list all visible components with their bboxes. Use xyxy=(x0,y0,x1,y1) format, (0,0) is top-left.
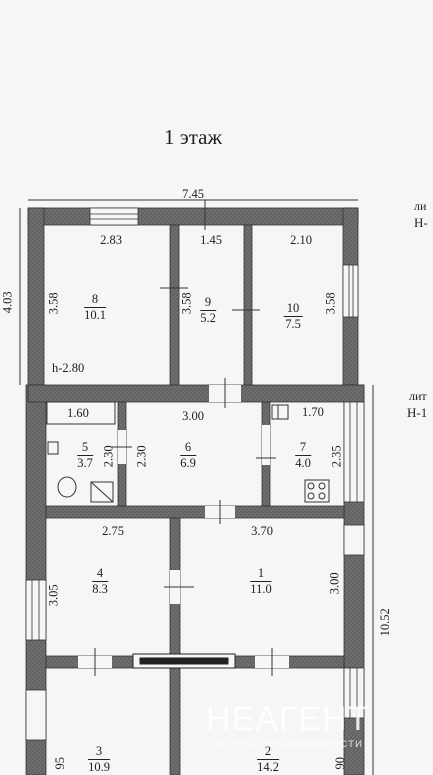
dim-275: 2.75 xyxy=(102,524,124,538)
dim-305: 3.05 xyxy=(46,584,61,607)
window-room10 xyxy=(342,264,359,318)
dim-235: 2.35 xyxy=(329,445,344,468)
dim-160: 1.60 xyxy=(67,406,89,420)
note-lit-1: ли xyxy=(414,199,427,213)
dim-95: 95 xyxy=(53,757,67,770)
dim-358-mid: 3.58 xyxy=(179,292,194,315)
stove xyxy=(132,653,236,669)
dim-300: 3.00 xyxy=(182,409,204,423)
door-marks xyxy=(94,200,276,676)
wall-top xyxy=(27,207,359,226)
window-room1 xyxy=(343,524,365,556)
watermark-brand: НЕАГЕНТ xyxy=(206,700,370,738)
dim-230-b: 2.30 xyxy=(134,445,149,468)
stove-top xyxy=(304,479,330,503)
dim-358-right: 3.58 xyxy=(323,292,338,315)
note-n-1: Н- xyxy=(414,215,428,230)
floor-title: 1 этаж xyxy=(163,125,223,149)
dim-370: 3.70 xyxy=(251,524,273,538)
ceiling-height: h-2.80 xyxy=(52,361,85,375)
wall-row2-bottom xyxy=(45,505,345,519)
watermark-tagline: СИСТЕМА НЕДВИЖИМОСТИ xyxy=(207,739,364,750)
window-room3 xyxy=(25,689,47,741)
note-lit-2: лит xyxy=(409,389,427,403)
dim-170: 1.70 xyxy=(302,405,324,419)
wall-left-upper xyxy=(27,207,45,386)
outer-walls xyxy=(25,207,365,775)
dim-145: 1.45 xyxy=(200,233,222,247)
window-room7 xyxy=(343,401,365,503)
boiler xyxy=(90,481,114,503)
dim-90: 90 xyxy=(333,757,347,770)
bathroom-fixtures xyxy=(46,401,116,503)
overall-width-dim: 7.45 xyxy=(182,187,204,201)
dimension-lines xyxy=(19,199,374,775)
bathtub xyxy=(46,401,116,425)
wall-8-9 xyxy=(169,224,180,386)
overall-height-right-dim: 10.52 xyxy=(377,608,392,637)
kitchen-fixtures xyxy=(271,404,330,503)
overall-height-upper-dim: 4.03 xyxy=(0,291,15,314)
interior-walls xyxy=(27,224,365,775)
kitchen-sink xyxy=(271,404,289,420)
window-room4 xyxy=(25,579,47,641)
toilet xyxy=(57,476,77,498)
note-n-2: Н-1 xyxy=(407,405,428,420)
dim-283: 2.83 xyxy=(100,233,122,247)
dim-230-a: 2.30 xyxy=(101,445,116,468)
windows xyxy=(25,207,365,741)
dim-300-right: 3.00 xyxy=(327,572,342,595)
dim-210: 2.10 xyxy=(290,233,312,247)
sink xyxy=(47,441,59,455)
window-room8 xyxy=(89,207,139,226)
wall-9-10 xyxy=(243,224,253,386)
window-room2 xyxy=(343,667,365,719)
wall-4-1 xyxy=(169,517,181,775)
dim-358-left: 3.58 xyxy=(46,292,61,315)
wall-mid-horizontal xyxy=(27,384,365,403)
